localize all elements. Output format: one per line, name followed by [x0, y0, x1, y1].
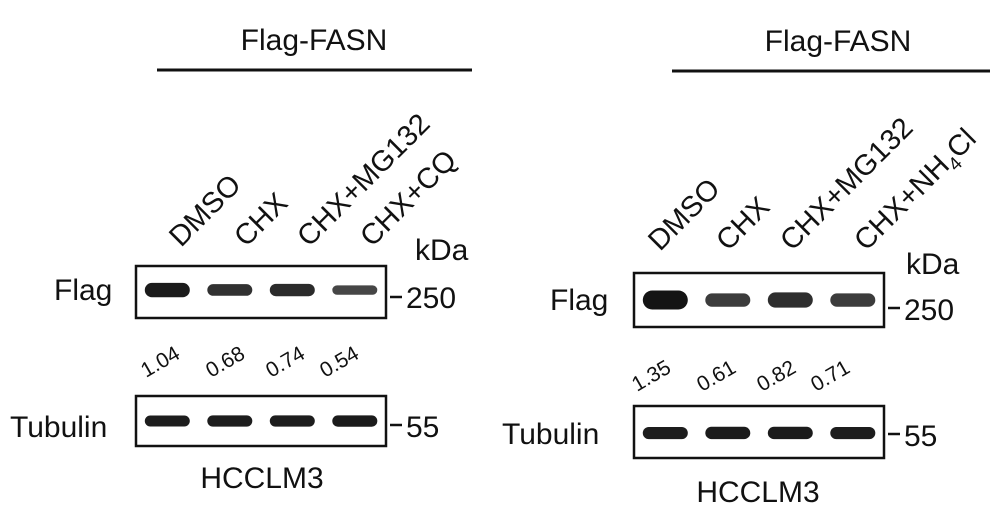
left-quant-value-1: 1.04	[137, 342, 184, 383]
left-kda-label: kDa	[415, 234, 469, 267]
left-quant-value-4: 0.54	[316, 342, 363, 383]
right-tubulin-band-3	[767, 426, 813, 440]
left-cell-line-label: HCCLM3	[200, 462, 323, 495]
right-quant-value-2: 0.61	[693, 356, 740, 396]
left-flag-band-2	[207, 284, 253, 296]
left-tubulin-bands	[144, 415, 378, 427]
left-quant-value-2: 0.68	[202, 342, 249, 382]
right-flag-band-1	[642, 290, 688, 310]
left-tubulin-marker-label: 55	[406, 411, 439, 444]
left-tubulin-band-4	[332, 415, 378, 427]
right-quant-value-1: 1.35	[628, 356, 675, 396]
left-tubulin-band-1	[144, 415, 190, 427]
right-quant-value-4: 0.71	[807, 356, 854, 396]
left-flag-band-1	[144, 282, 190, 298]
right-flag-band-3	[767, 292, 813, 308]
left-tubulin-band-2	[207, 415, 253, 427]
right-quant-value-3: 0.82	[753, 356, 800, 396]
left-blot-label-tubulin: Tubulin	[10, 411, 107, 444]
left-panel: Flag-FASN DMSO CHX CHX+MG132 CHX+CQ kDa …	[10, 24, 472, 495]
right-lane-label-dmso: DMSO	[642, 173, 726, 257]
left-flag-marker-label: 250	[406, 282, 456, 315]
right-blot-label-flag: Flag	[550, 284, 608, 317]
right-flag-marker-label: 250	[904, 294, 954, 327]
right-kda-label: kDa	[906, 248, 960, 281]
right-tubulin-band-2	[705, 426, 751, 440]
right-flag-bands	[642, 290, 876, 310]
right-blot-label-tubulin: Tubulin	[502, 418, 599, 451]
left-flag-band-3	[269, 283, 315, 297]
left-flag-bands	[144, 282, 378, 298]
right-tubulin-band-4	[830, 427, 876, 440]
left-quant-value-3: 0.74	[262, 342, 309, 383]
left-lane-label-dmso: DMSO	[163, 169, 247, 253]
left-blot-label-flag: Flag	[54, 274, 112, 307]
right-panel: Flag-FASN DMSO CHX CHX+MG132 CHX+NH4Cl k…	[502, 25, 990, 509]
right-tubulin-band-1	[642, 427, 688, 440]
left-tubulin-band-3	[269, 415, 315, 427]
right-tubulin-marker-label: 55	[904, 420, 937, 453]
left-flag-band-4	[332, 285, 378, 295]
left-construct-label: Flag-FASN	[241, 24, 388, 57]
right-construct-label: Flag-FASN	[765, 25, 912, 58]
right-flag-band-2	[705, 293, 751, 307]
right-cell-line-label: HCCLM3	[696, 476, 819, 509]
right-flag-band-4	[830, 293, 876, 307]
right-tubulin-bands	[642, 426, 876, 440]
